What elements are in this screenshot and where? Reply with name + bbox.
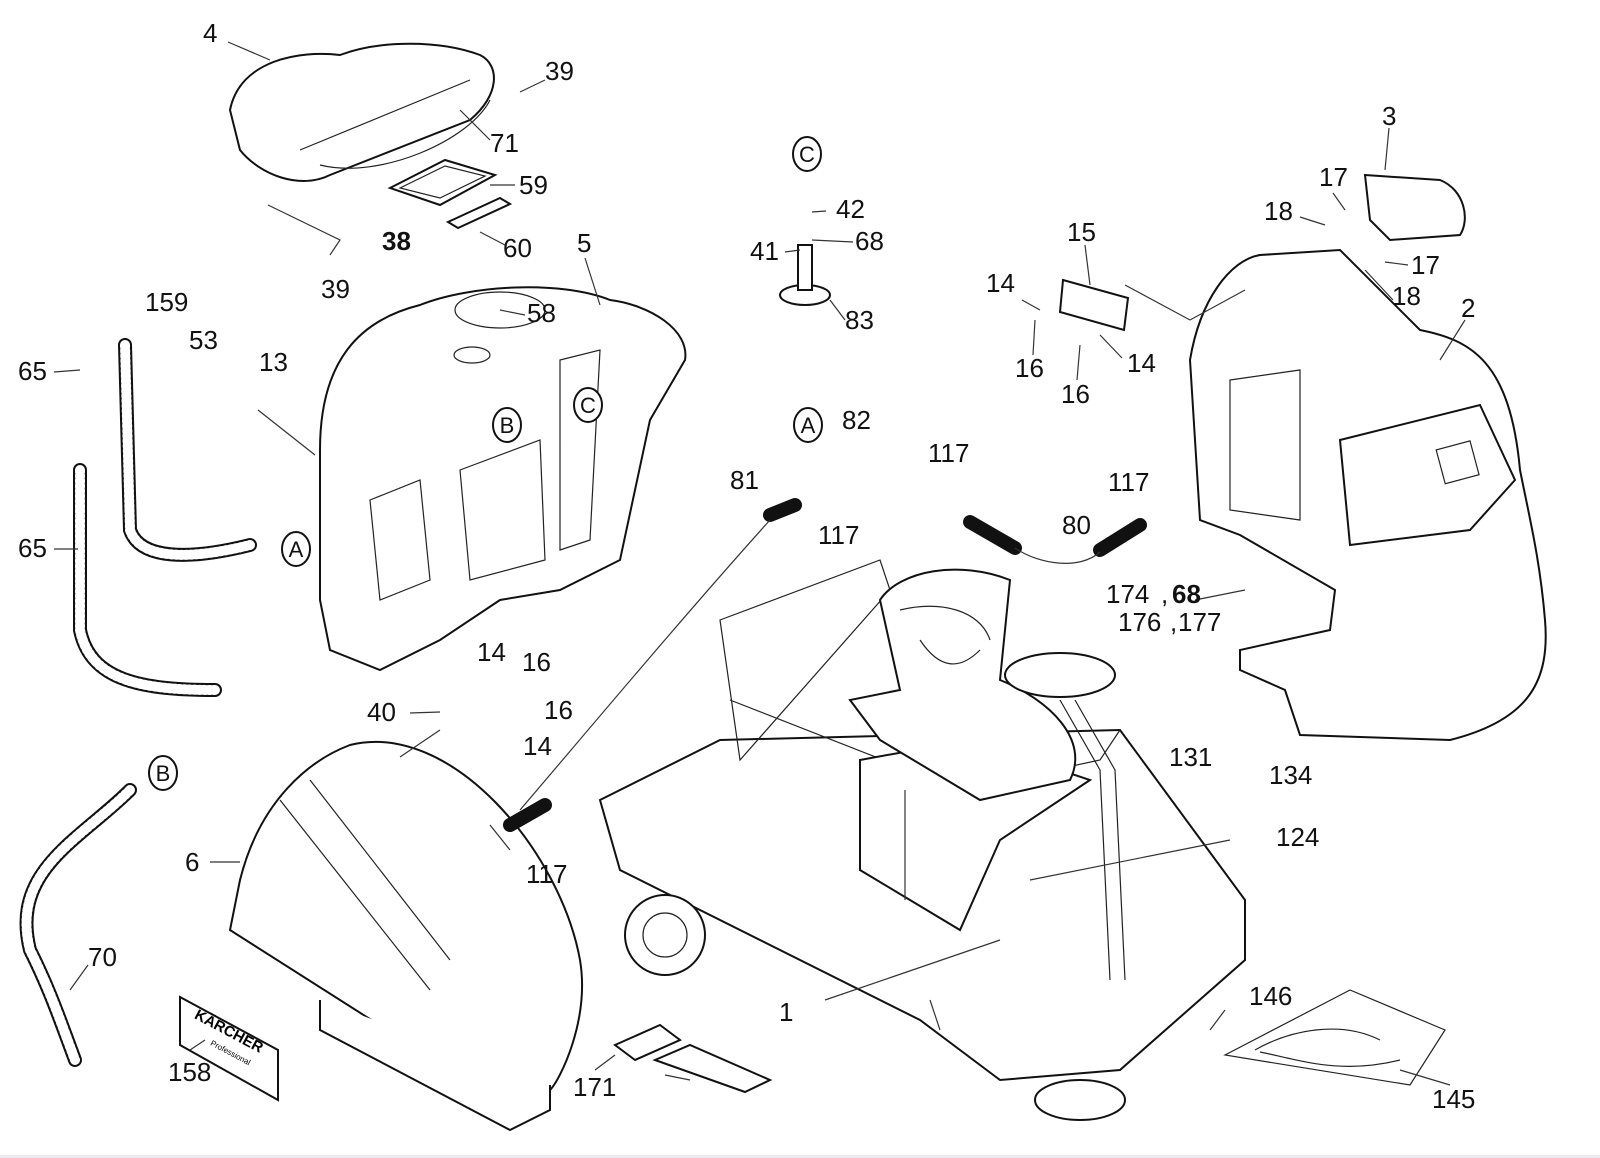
callouts: C A A B C B	[148, 136, 823, 791]
label-2: 2	[1461, 293, 1475, 323]
label-38: 38	[382, 226, 411, 256]
label-39: 39	[321, 274, 350, 304]
label-134: 134	[1269, 760, 1312, 790]
bottom-strip	[0, 1155, 1600, 1158]
label-68-bold: 68	[1172, 579, 1201, 609]
label-16: 16	[1061, 379, 1090, 409]
part-15-plate	[1058, 278, 1130, 332]
callout-a-right: A	[793, 407, 823, 443]
svg-text:B: B	[156, 761, 171, 786]
label-159: 159	[145, 287, 188, 317]
label-174: 174	[1106, 579, 1149, 609]
label-42: 42	[836, 194, 865, 224]
label-177: 177	[1178, 607, 1221, 637]
callout-b-hose: B	[148, 755, 178, 791]
label-117: 117	[928, 438, 969, 468]
svg-text:C: C	[580, 393, 596, 418]
label-14: 14	[477, 637, 506, 667]
label-83: 83	[845, 305, 874, 335]
label-16: 16	[544, 695, 573, 725]
callout-a-left: A	[281, 531, 311, 567]
label-68: 68	[855, 226, 884, 256]
label-14: 14	[1127, 348, 1156, 378]
label-39: 39	[545, 56, 574, 86]
label-124: 124	[1276, 822, 1319, 852]
callout-b-tank: B	[492, 407, 522, 443]
label-70: 70	[88, 942, 117, 972]
part-2-hood	[1188, 248, 1547, 742]
svg-text:A: A	[801, 413, 816, 438]
label-53: 53	[189, 325, 218, 355]
label-15: 15	[1067, 217, 1096, 247]
label-145: 145	[1432, 1084, 1475, 1114]
callout-c-tank: C	[573, 387, 603, 423]
label-18: 18	[1264, 196, 1293, 226]
part-5-recovery-tank	[319, 286, 687, 672]
label-13: 13	[259, 347, 288, 377]
label-146: 146	[1249, 981, 1292, 1011]
callout-c-top: C	[792, 136, 822, 172]
svg-text:C: C	[799, 142, 815, 167]
label-1: 1	[779, 997, 793, 1027]
label-6: 6	[185, 847, 199, 877]
svg-text:B: B	[500, 413, 515, 438]
label-14: 14	[523, 731, 552, 761]
leader-lines	[53, 41, 1466, 1086]
label-65: 65	[18, 533, 47, 563]
part-6-cover	[228, 740, 583, 1132]
label-117: 117	[818, 520, 859, 550]
separator: ,	[1161, 579, 1168, 609]
label-81: 81	[730, 465, 759, 495]
label-5: 5	[577, 228, 591, 258]
label-16: 16	[522, 647, 551, 677]
label-117: 117	[1108, 467, 1149, 497]
part-3-cap	[1363, 173, 1466, 242]
svg-text:A: A	[289, 537, 304, 562]
label-59: 59	[519, 170, 548, 200]
label-18: 18	[1392, 281, 1421, 311]
label-71: 71	[490, 128, 519, 158]
part-59-filter	[387, 158, 513, 230]
label-41: 41	[750, 236, 779, 266]
label-158: 158	[168, 1057, 211, 1087]
part-158-decal	[179, 995, 279, 1102]
part-labels: 4 39 71 59 38 60 39 5 58 159 53 13 65 65…	[18, 18, 1475, 1114]
label-131: 131	[1169, 742, 1212, 772]
separator: ,	[1170, 607, 1177, 637]
label-176: 176	[1118, 607, 1161, 637]
label-171: 171	[573, 1072, 616, 1102]
label-17: 17	[1411, 250, 1440, 280]
label-40: 40	[367, 697, 396, 727]
label-60: 60	[503, 233, 532, 263]
label-14: 14	[986, 268, 1015, 298]
part-steering-column	[1004, 652, 1126, 981]
label-117: 117	[526, 859, 567, 889]
label-4: 4	[203, 18, 217, 48]
label-16: 16	[1015, 353, 1044, 383]
part-171-bracket	[613, 1023, 773, 1094]
part-145-harness	[1223, 989, 1446, 1086]
part-4-seat-cover	[228, 42, 495, 182]
label-58: 58	[527, 298, 556, 328]
hoses	[19, 338, 1147, 1067]
label-65: 65	[18, 356, 47, 386]
label-82: 82	[842, 405, 871, 435]
label-17: 17	[1319, 162, 1348, 192]
label-80: 80	[1062, 510, 1091, 540]
part-83-foot	[779, 244, 831, 306]
label-3: 3	[1382, 101, 1396, 131]
